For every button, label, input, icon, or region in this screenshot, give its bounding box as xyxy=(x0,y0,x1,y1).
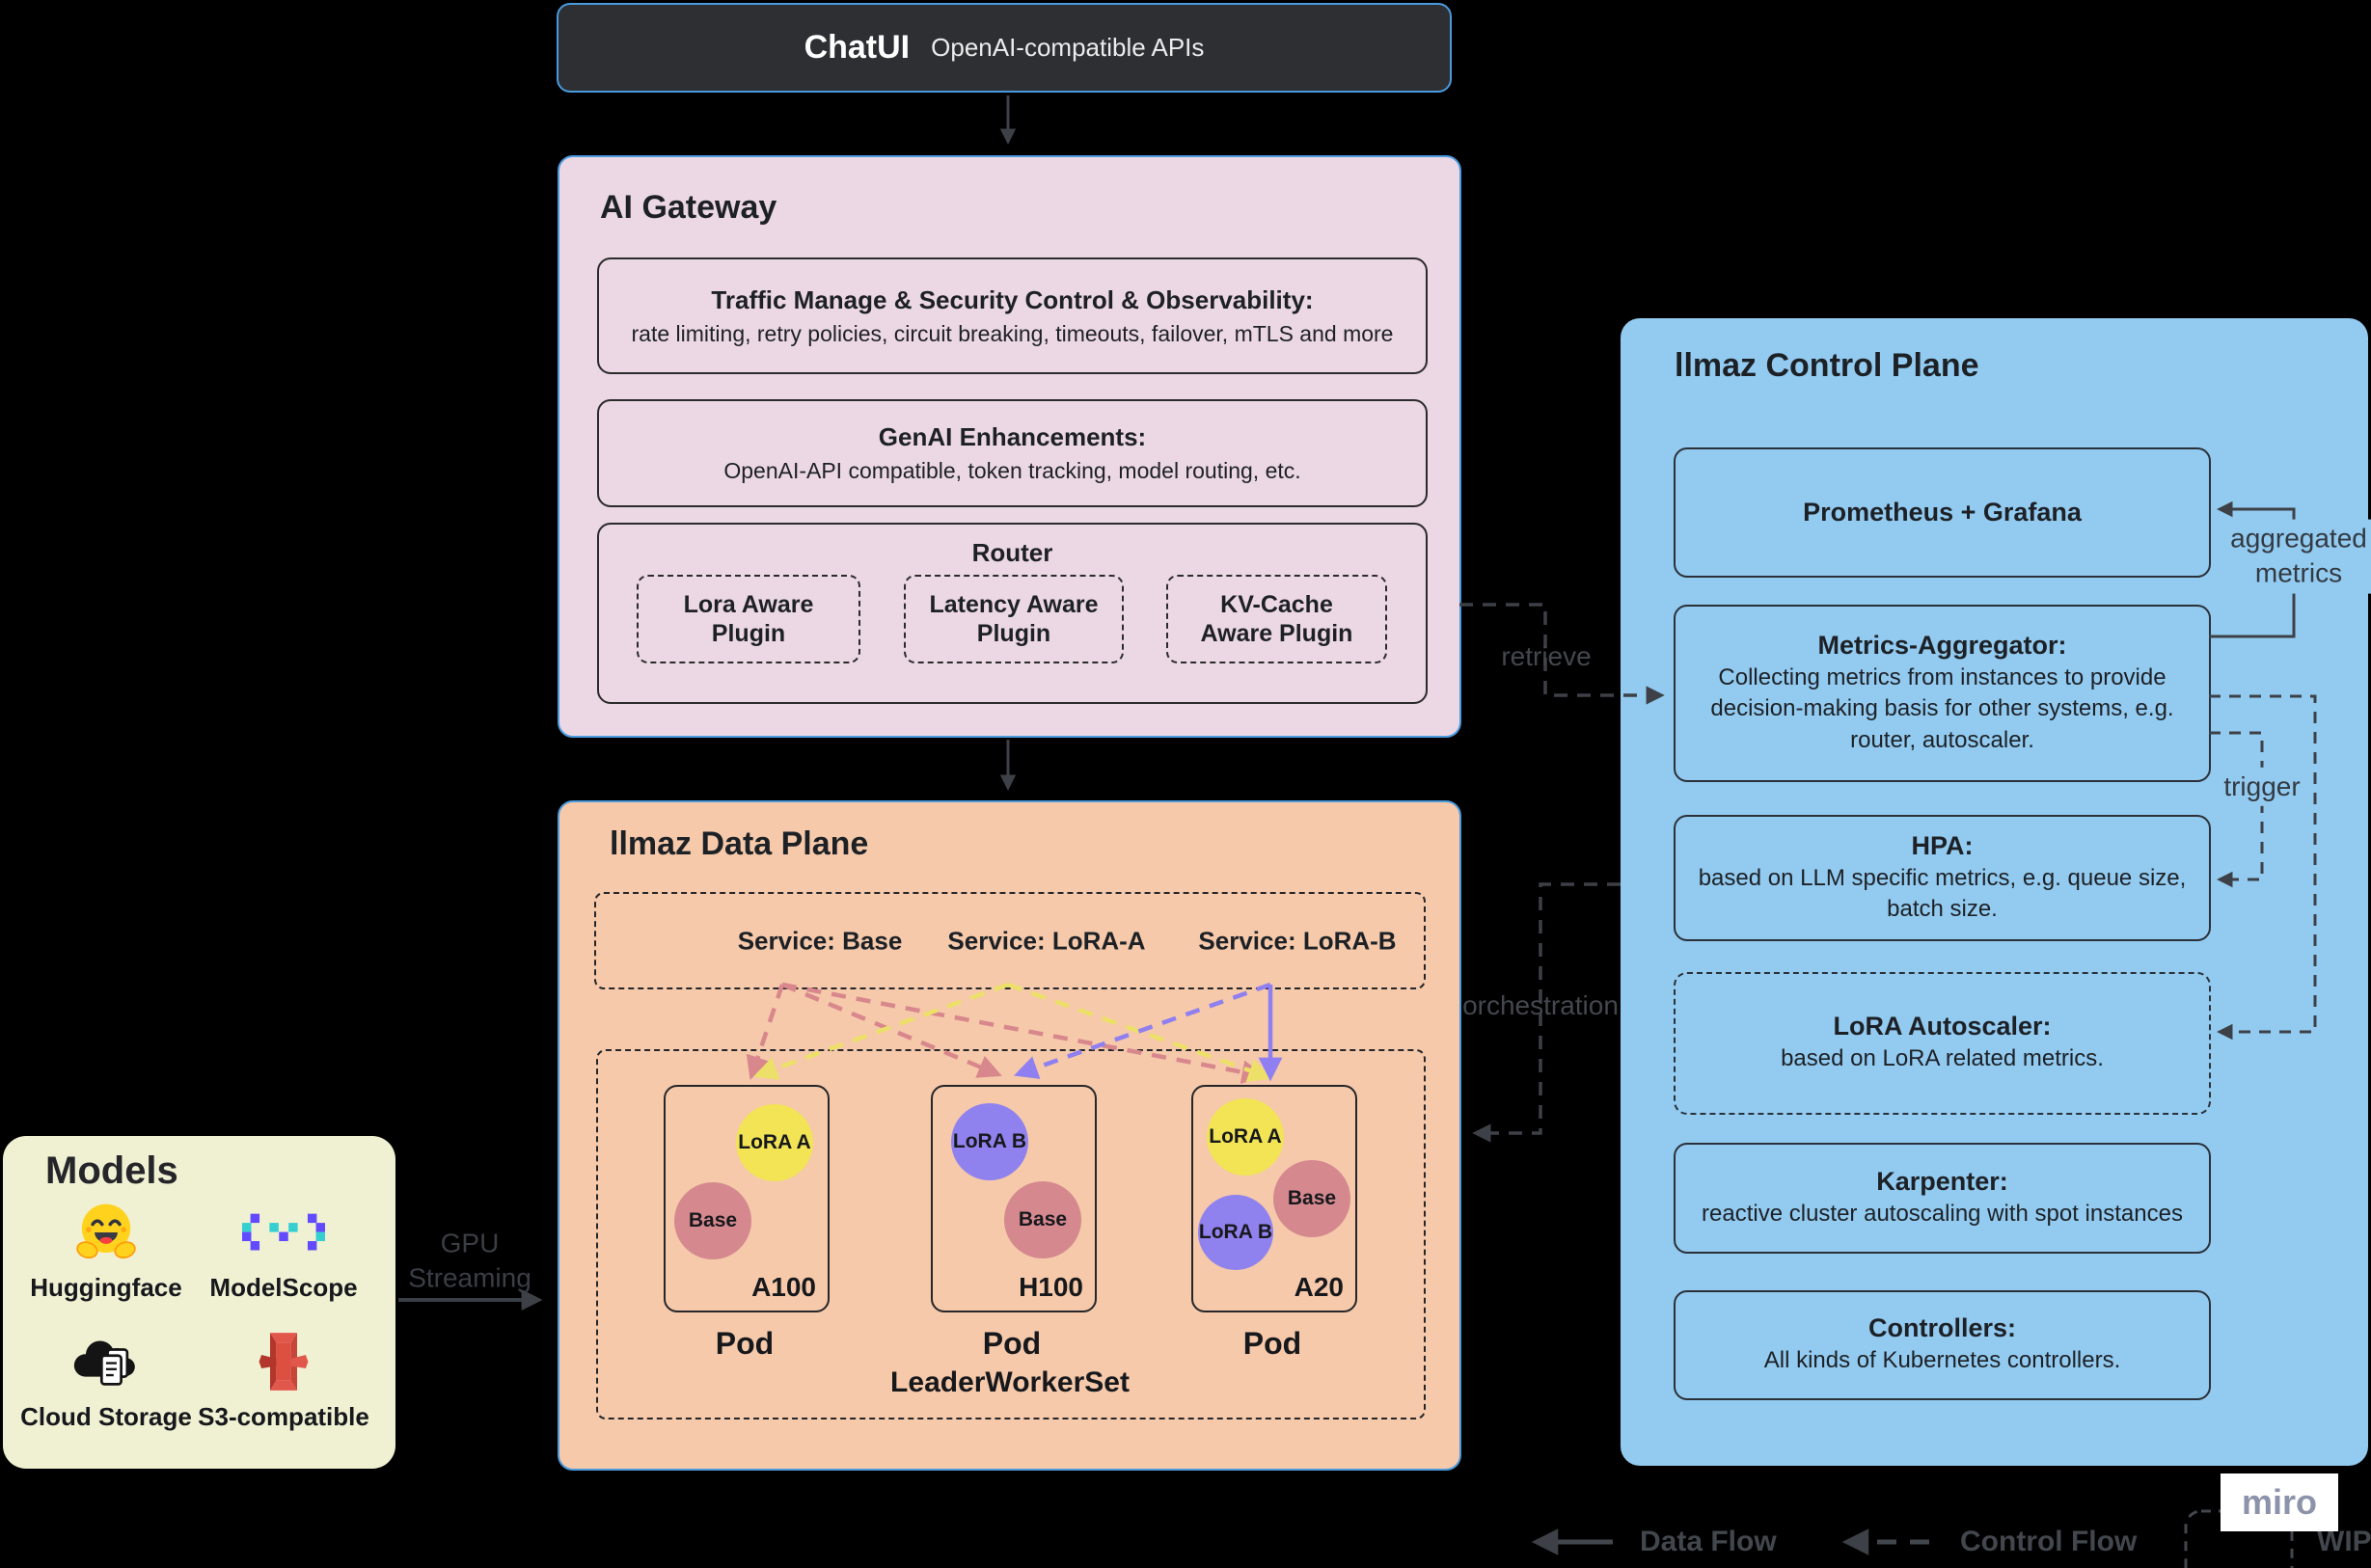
s3-icon xyxy=(253,1325,314,1398)
models-panel: Models Huggingface xyxy=(3,1136,395,1469)
data-plane-title: llmaz Data Plane xyxy=(610,825,869,862)
hpa-title: HPA: xyxy=(1911,830,1974,860)
chatui-title: ChatUI xyxy=(804,29,911,66)
ai-gateway-title: AI Gateway xyxy=(600,189,777,226)
pod-label: Pod xyxy=(1242,1326,1302,1361)
pod-a20: LoRA A Base LoRA B A20 xyxy=(1191,1085,1357,1312)
pod-a100: LoRA A Base A100 xyxy=(664,1085,830,1312)
traffic-manage-box: Traffic Manage & Security Control & Obse… xyxy=(597,257,1428,374)
model-source-label: Huggingface xyxy=(30,1273,182,1302)
genai-desc: OpenAI-API compatible, token tracking, m… xyxy=(723,458,1301,483)
genai-enhancements-box: GenAI Enhancements: OpenAI-API compatibl… xyxy=(597,399,1428,507)
control-plane-panel: llmaz Control Plane Prometheus + Grafana… xyxy=(1621,318,2368,1466)
service-base-label: Service: Base xyxy=(737,926,903,955)
control-flow-legend-label: Control Flow xyxy=(1960,1526,2138,1557)
services-group-box: Service: Base Service: LoRA-A Service: L… xyxy=(594,892,1426,989)
base-circle: Base xyxy=(674,1182,751,1259)
models-title: Models xyxy=(45,1149,178,1192)
metrics-aggregator-desc: Collecting metrics from instances to pro… xyxy=(1710,664,2174,753)
aggregated-metrics-label: aggregated metrics xyxy=(2222,519,2371,594)
retrieve-label: retrieve xyxy=(1501,640,1592,671)
base-circle: Base xyxy=(1004,1181,1081,1258)
gpu-label-a100: A100 xyxy=(751,1272,816,1302)
lora-b-circle: LoRA B xyxy=(951,1103,1028,1180)
model-source-cloud-storage: Cloud Storage xyxy=(14,1325,198,1432)
karpenter-box: Karpenter: reactive cluster autoscaling … xyxy=(1674,1143,2211,1254)
lora-b-circle: LoRA B xyxy=(1198,1195,1273,1270)
karpenter-title: Karpenter: xyxy=(1876,1166,2008,1196)
miro-watermark[interactable]: miro xyxy=(2221,1473,2338,1531)
pod-label: Pod xyxy=(715,1326,775,1361)
traffic-manage-title: Traffic Manage & Security Control & Obse… xyxy=(711,284,1314,314)
kv-cache-aware-plugin-box: KV-Cache Aware Plugin xyxy=(1166,575,1387,663)
controllers-title: Controllers: xyxy=(1867,1313,2016,1343)
orchestration-label: orchestration xyxy=(1462,989,1619,1020)
lora-a-circle: LoRA A xyxy=(1207,1098,1284,1176)
model-source-huggingface: Huggingface xyxy=(14,1196,198,1303)
model-source-label: S3-compatible xyxy=(198,1402,369,1431)
ai-gateway-panel: AI Gateway Traffic Manage & Security Con… xyxy=(558,155,1461,738)
lora-autoscaler-box: LoRA Autoscaler: based on LoRA related m… xyxy=(1674,972,2211,1115)
metrics-aggregator-box: Metrics-Aggregator: Collecting metrics f… xyxy=(1674,605,2211,782)
model-source-s3: S3-compatible xyxy=(192,1325,375,1432)
latency-aware-plugin-box: Latency Aware Plugin xyxy=(904,575,1124,663)
cloud-storage-icon xyxy=(68,1325,144,1398)
huggingface-icon xyxy=(72,1196,140,1269)
modelscope-icon xyxy=(242,1196,325,1269)
prometheus-grafana-box: Prometheus + Grafana xyxy=(1674,447,2211,578)
data-plane-panel: llmaz Data Plane Service: Base Service: … xyxy=(558,800,1461,1471)
prometheus-grafana-title: Prometheus + Grafana xyxy=(1803,498,2082,527)
hpa-box: HPA: based on LLM specific metrics, e.g.… xyxy=(1674,815,2211,941)
controllers-box: Controllers: All kinds of Kubernetes con… xyxy=(1674,1290,2211,1400)
trigger-label: trigger xyxy=(2216,767,2308,807)
lora-a-circle: LoRA A xyxy=(736,1104,813,1181)
gpu-label-h100: H100 xyxy=(1019,1272,1083,1302)
chatui-node: ChatUI OpenAI-compatible APIs xyxy=(557,3,1452,93)
gpu-streaming-label: GPU Streaming xyxy=(408,1228,531,1293)
hpa-desc: based on LLM specific metrics, e.g. queu… xyxy=(1698,864,2187,922)
lora-autoscaler-desc: based on LoRA related metrics. xyxy=(1781,1045,2104,1072)
lora-aware-plugin-box: Lora Aware Plugin xyxy=(637,575,860,663)
genai-title: GenAI Enhancements: xyxy=(878,422,1147,451)
base-circle: Base xyxy=(1273,1160,1350,1237)
model-source-modelscope: ModelScope xyxy=(192,1196,375,1303)
karpenter-desc: reactive cluster autoscaling with spot i… xyxy=(1702,1200,2183,1227)
service-lora-b-label: Service: LoRA-B xyxy=(1198,926,1397,955)
data-flow-legend-label: Data Flow xyxy=(1640,1526,1777,1557)
control-plane-title: llmaz Control Plane xyxy=(1675,347,1979,384)
router-title: Router xyxy=(971,538,1053,567)
lora-autoscaler-title: LoRA Autoscaler: xyxy=(1833,1012,2052,1041)
controllers-desc: All kinds of Kubernetes controllers. xyxy=(1763,1347,2121,1374)
model-source-label: Cloud Storage xyxy=(20,1402,192,1431)
metrics-aggregator-title: Metrics-Aggregator: xyxy=(1817,631,2067,661)
model-source-label: ModelScope xyxy=(209,1273,358,1302)
traffic-manage-desc: rate limiting, retry policies, circuit b… xyxy=(631,320,1394,346)
service-lora-a-label: Service: LoRA-A xyxy=(947,926,1146,955)
router-box: Router Lora Aware Plugin Latency Aware P… xyxy=(597,523,1428,704)
pod-h100: LoRA B Base H100 xyxy=(931,1085,1097,1312)
chatui-subtitle: OpenAI-compatible APIs xyxy=(931,33,1205,62)
leaderworkerset-label: LeaderWorkerSet xyxy=(890,1366,1130,1398)
gpu-label-a20: A20 xyxy=(1294,1272,1344,1302)
pod-label: Pod xyxy=(982,1326,1042,1361)
